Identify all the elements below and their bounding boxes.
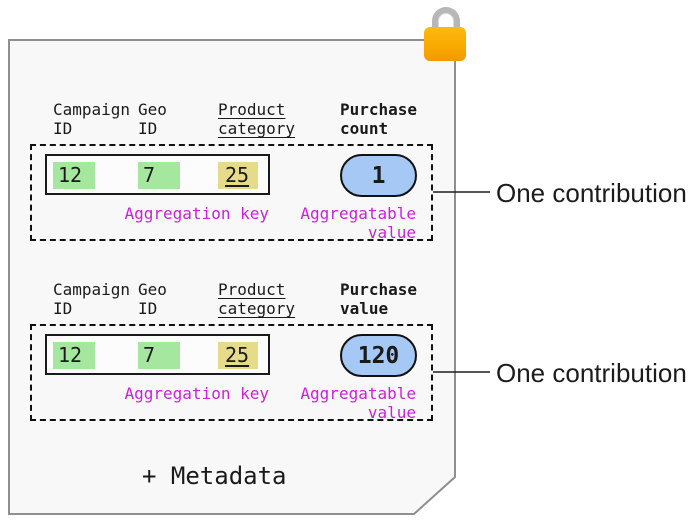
key-cell-product-category: 25 — [218, 342, 258, 369]
column-header-purchase-value: Purchase value — [340, 280, 418, 318]
lock-body — [424, 27, 466, 61]
key-cell-product-category: 25 — [218, 162, 258, 189]
contribution-boundary — [30, 324, 433, 421]
column-header-campaign-id: Campaign ID — [53, 100, 131, 138]
aggregation-key-label: Aggregation key — [124, 384, 270, 403]
one-contribution-callout-2: One contribution — [496, 358, 687, 388]
column-header-purchase-count: Purchase count — [340, 100, 418, 138]
column-header-geo-id: Geo ID — [138, 100, 167, 138]
key-cell-product-category-value: 25 — [225, 163, 250, 187]
contribution-boundary — [30, 144, 433, 241]
key-cell-campaign-id: 12 — [53, 162, 95, 189]
aggregation-key-label: Aggregation key — [124, 204, 270, 223]
column-header-product-category: Product category — [218, 280, 296, 318]
one-contribution-callout-1: One contribution — [496, 178, 687, 208]
contribution-block-1: Campaign ID Geo ID Product category Purc… — [30, 100, 687, 242]
key-cell-geo-id: 7 — [138, 162, 180, 189]
key-cell-geo-id: 7 — [138, 342, 180, 369]
aggregatable-value-label: Aggregatable value — [300, 384, 416, 422]
column-header-geo-id: Geo ID — [138, 280, 167, 318]
key-cell-product-category-value: 25 — [225, 343, 250, 367]
metadata-label: + Metadata — [142, 462, 287, 490]
column-header-product-category: Product category — [218, 100, 296, 138]
key-cell-campaign-id: 12 — [53, 342, 95, 369]
column-header-campaign-id: Campaign ID — [53, 280, 131, 318]
lock-shackle — [432, 7, 460, 35]
aggregatable-value-pill: 1 — [340, 154, 417, 197]
aggregatable-value-label: Aggregatable value — [300, 204, 416, 242]
lock-icon — [424, 6, 468, 62]
contribution-block-2: Campaign ID Geo ID Product category Purc… — [0, 180, 700, 450]
aggregatable-value-pill: 120 — [340, 334, 417, 377]
